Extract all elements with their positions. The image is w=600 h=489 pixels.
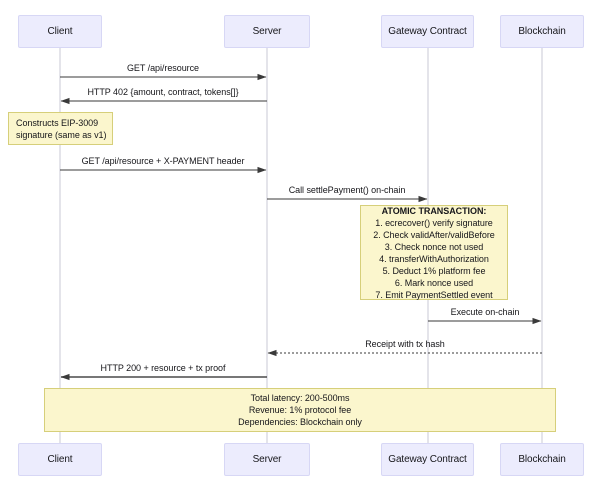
note-line: Revenue: 1% protocol fee	[248, 405, 352, 415]
note-line: 7. Emit PaymentSettled event	[375, 289, 493, 300]
participant-label: Server	[252, 25, 282, 37]
note-constructs-eip-3009: Constructs EIP-3009 signature (same as v…	[8, 112, 113, 145]
participant-label: Client	[47, 25, 73, 37]
note-line: Constructs EIP-3009	[16, 117, 99, 128]
note-summary: Total latency: 200-500ms Revenue: 1% pro…	[44, 388, 556, 432]
note-line: 2. Check validAfter/validBefore	[373, 229, 495, 240]
note-line: 1. ecrecover() verify signature	[375, 217, 493, 228]
note-line: 3. Check nonce not used	[384, 241, 484, 252]
participant-label: Blockchain	[518, 25, 566, 37]
participant-label: Client	[47, 453, 73, 465]
participant-label: Gateway Contract	[388, 25, 467, 37]
note-atomic-transaction: ATOMIC TRANSACTION: 1. ecrecover() verif…	[360, 205, 508, 300]
note-line: Total latency: 200-500ms	[250, 393, 350, 403]
participant-server-bottom[interactable]: Server	[224, 443, 310, 476]
message-label-http-200: HTTP 200 + resource + tx proof	[100, 363, 226, 373]
note-line: 5. Deduct 1% platform fee	[382, 265, 486, 276]
note-line: 6. Mark nonce used	[394, 277, 474, 288]
note-line: Dependencies: Blockchain only	[238, 417, 362, 427]
note-line: 4. transferWithAuthorization	[379, 253, 489, 264]
participant-blockchain-bottom[interactable]: Blockchain	[500, 443, 584, 476]
participant-gateway-top[interactable]: Gateway Contract	[381, 15, 474, 48]
message-arrows	[60, 73, 542, 381]
note-line: signature (same as v1)	[16, 129, 107, 140]
participant-label: Blockchain	[518, 453, 566, 465]
participant-label: Gateway Contract	[388, 453, 467, 465]
note-line-title: ATOMIC TRANSACTION:	[381, 205, 487, 216]
message-label-execute-on-chain: Execute on-chain	[450, 307, 520, 317]
message-label-receipt-with-tx-hash: Receipt with tx hash	[365, 339, 445, 349]
participant-blockchain-top[interactable]: Blockchain	[500, 15, 584, 48]
participant-label: Server	[252, 453, 282, 465]
participant-server-top[interactable]: Server	[224, 15, 310, 48]
message-label-http-402: HTTP 402 {amount, contract, tokens[]}	[87, 87, 239, 97]
participant-client-bottom[interactable]: Client	[18, 443, 102, 476]
message-label-get-with-x-payment: GET /api/resource + X-PAYMENT header	[81, 156, 245, 166]
message-label-get-api-resource: GET /api/resource	[126, 63, 200, 73]
message-label-call-settle-payment: Call settlePayment() on-chain	[288, 185, 406, 195]
participant-client-top[interactable]: Client	[18, 15, 102, 48]
participant-gateway-bottom[interactable]: Gateway Contract	[381, 443, 474, 476]
